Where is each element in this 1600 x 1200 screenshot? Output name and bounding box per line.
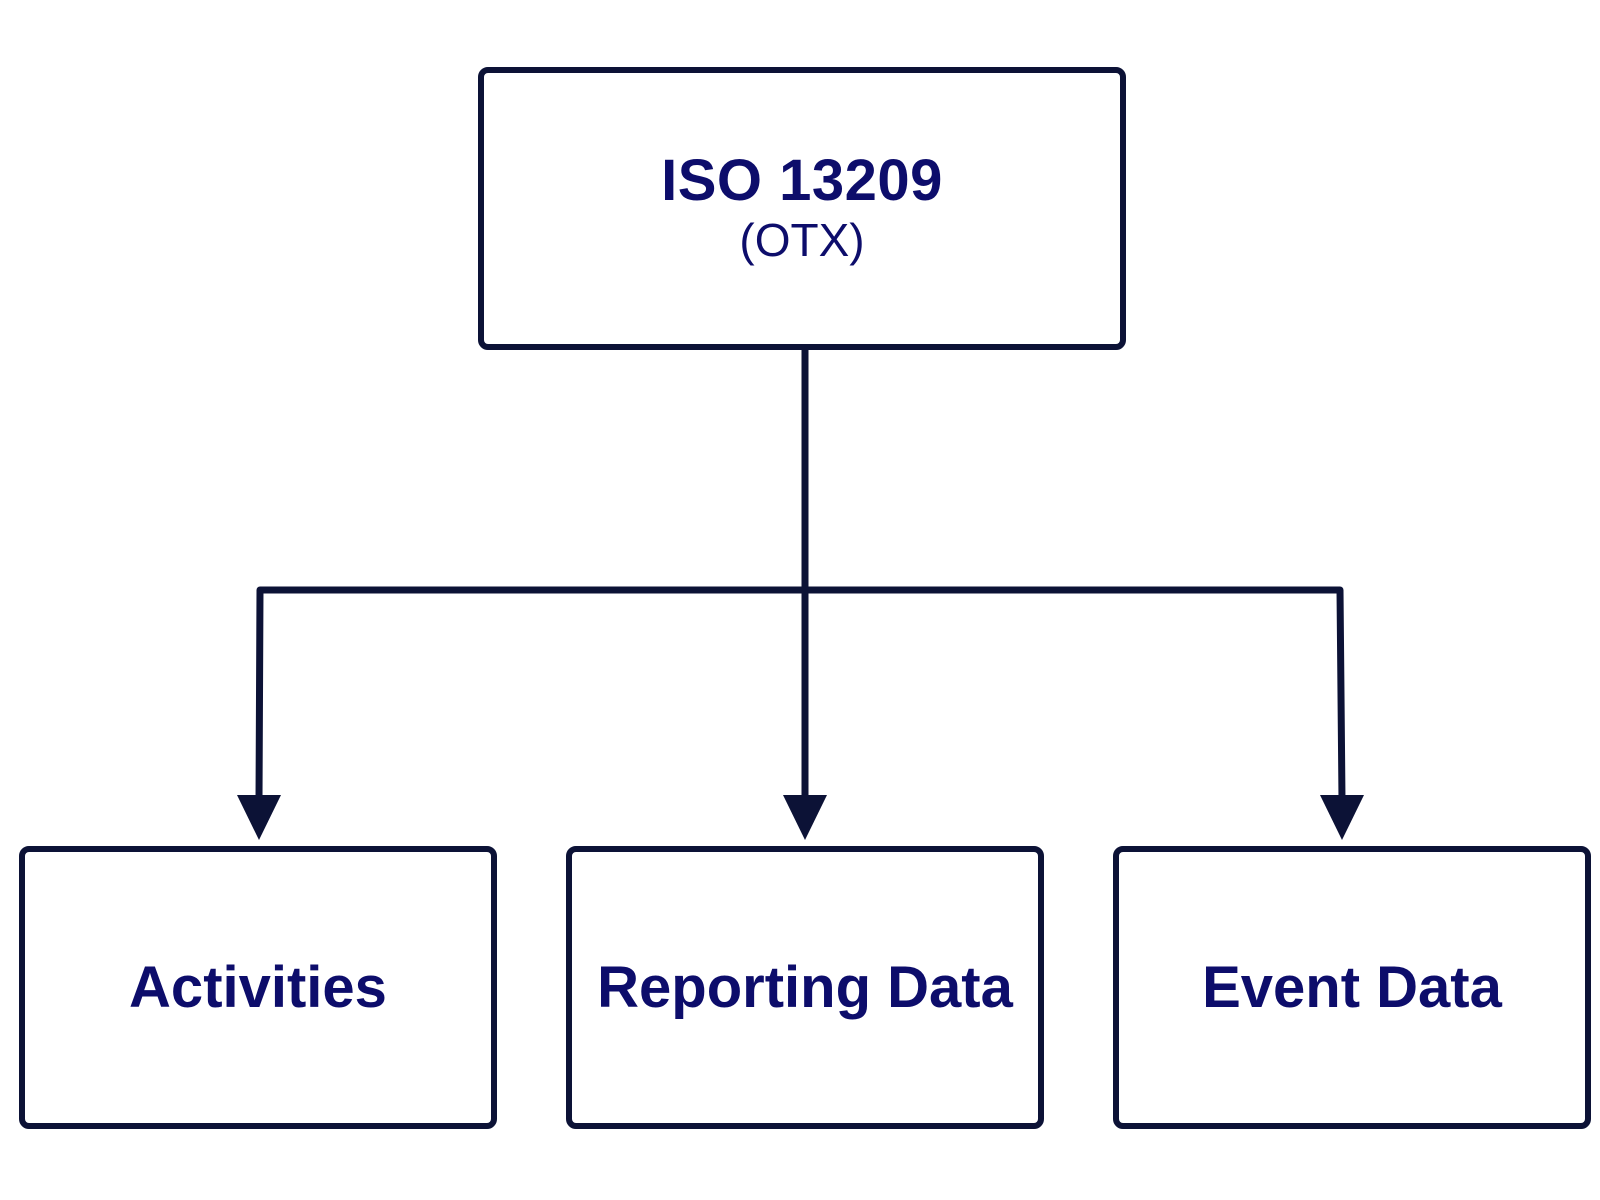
child-node-label: Event Data: [1202, 954, 1502, 1020]
child-node-label: Activities: [129, 954, 387, 1020]
arrowhead-activities: [237, 795, 281, 840]
root-node-title: ISO 13209: [661, 147, 943, 213]
arrowhead-reporting-data: [783, 795, 827, 840]
root-node-subtitle: (OTX): [739, 213, 865, 266]
arrowhead-event-data: [1320, 795, 1364, 840]
root-node: ISO 13209 (OTX): [478, 67, 1126, 350]
child-node-reporting-data: Reporting Data: [566, 846, 1044, 1129]
child-node-label: Reporting Data: [597, 954, 1013, 1020]
child-node-activities: Activities: [19, 846, 497, 1129]
branch-line: [255, 586, 1346, 801]
child-node-event-data: Event Data: [1113, 846, 1591, 1129]
